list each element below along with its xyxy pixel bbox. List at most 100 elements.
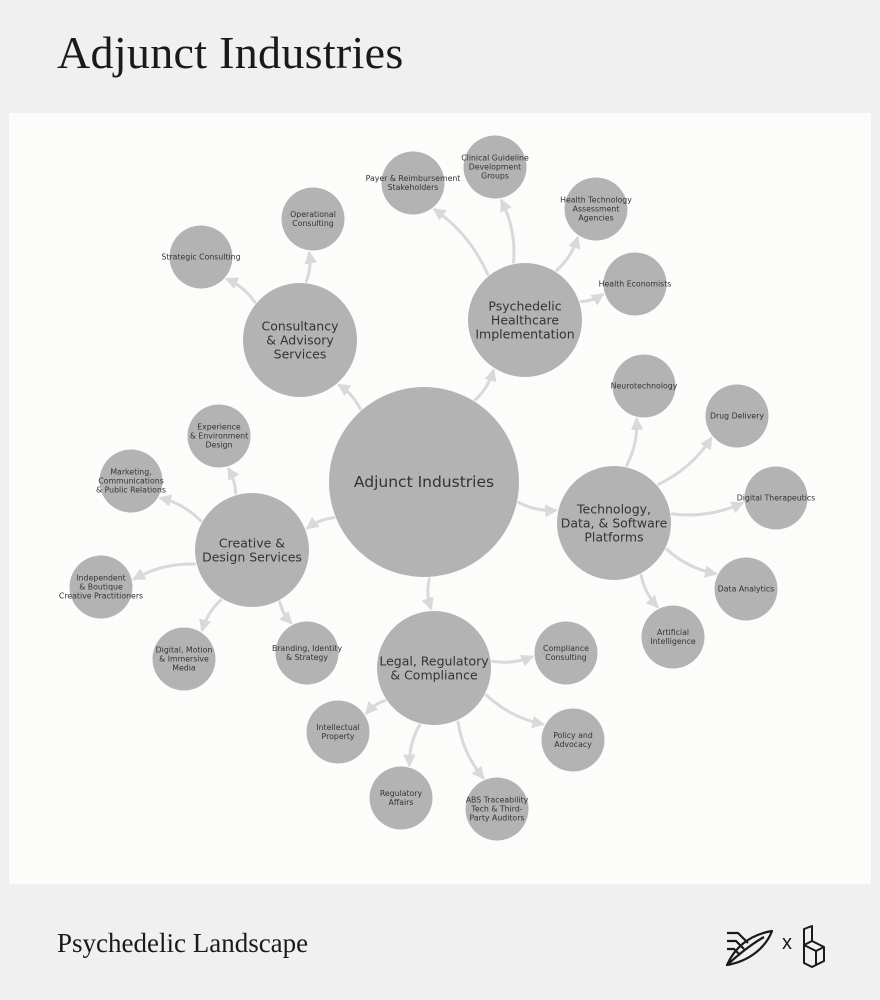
leaf-node-intellectual-property-label: Property (322, 732, 355, 741)
node-layer: Adjunct Industries Consultancy& AdvisoryS… (59, 135, 816, 841)
leaf-node-abs-traceability-tech-and-third-party-auditors-label: Party Auditors (470, 813, 525, 822)
leaf-node-branding-identity-and-strategy-circle (275, 621, 339, 685)
hub-node-technology-label: Technology, (576, 501, 651, 516)
leaf-node-intellectual-property-label: Intellectual (316, 723, 359, 732)
leaf-node-regulatory-affairs-label: Regulatory (380, 789, 423, 798)
edge-consultancy-to-operational-consulting (304, 250, 318, 283)
center-node-adjunct-industries-label: Adjunct Industries (354, 473, 494, 491)
leaf-node-policy-and-advocacy-label: Policy and (553, 731, 593, 740)
center-node-adjunct-industries-circle (329, 387, 519, 577)
leaf-node-payer-and-reimbursement-stakeholders-label: Stakeholders (388, 183, 439, 192)
hub-node-legal-label: & Compliance (390, 668, 478, 683)
edge-healthcare-to-payer-and-reimbursement-stakeholders (432, 208, 490, 276)
hub-node-healthcare-label: Implementation (475, 327, 574, 342)
leaf-node-experience-and-environment-design-label: Design (206, 440, 233, 449)
hub-node-healthcare-circle (468, 263, 582, 377)
leaf-node-branding-identity-and-strategy-label: & Strategy (286, 653, 328, 662)
leaf-node-marketing-communications-and-public-relations-circle (99, 449, 163, 513)
leaf-node-health-technology-assessment-agencies-label: Assessment (573, 205, 620, 214)
leaf-node-clinical-guideline-development-groups-label: Development (469, 163, 522, 172)
leaf-node-clinical-guideline-development-groups-label: Groups (481, 171, 509, 180)
edge-technology-to-digital-therapeutics (670, 501, 745, 517)
leaf-node-experience-and-environment-design-circle (187, 404, 251, 468)
leaf-node-drug-delivery: Drug Delivery (705, 384, 769, 448)
leaf-node-regulatory-affairs-circle (369, 766, 433, 830)
leaf-node-neurotechnology: Neurotechnology (611, 354, 678, 418)
block-mark-icon (803, 925, 825, 968)
leaf-node-independent-and-boutique-creative-practitioners-label: Creative Practitioners (59, 591, 143, 600)
leaf-node-independent-and-boutique-creative-practitioners-circle (69, 555, 133, 619)
hub-node-technology-circle (557, 466, 671, 580)
leaf-mark-icon (725, 929, 774, 967)
leaf-node-independent-and-boutique-creative-practitioners-label: Independent (76, 574, 125, 583)
hub-node-legal: Legal, Regulatory& Compliance (377, 611, 491, 725)
hub-node-legal-circle (377, 611, 491, 725)
leaf-node-strategic-consulting: Strategic Consulting (161, 225, 241, 289)
edge-center-to-consultancy (337, 383, 362, 411)
edge-healthcare-to-health-economists (579, 293, 605, 306)
leaf-node-clinical-guideline-development-groups-label: Clinical Guideline (461, 154, 529, 163)
hub-node-consultancy-label: Services (274, 347, 327, 362)
leaf-node-data-analytics-circle (714, 557, 778, 621)
edge-legal-to-abs-traceability-tech-and-third-party-auditors (456, 720, 485, 780)
edge-creative-to-branding-identity-and-strategy (278, 600, 293, 625)
edge-center-to-creative (305, 516, 336, 530)
edge-legal-to-regulatory-affairs (402, 723, 421, 768)
leaf-node-marketing-communications-and-public-relations-label: & Public Relations (96, 485, 166, 494)
edge-center-to-technology (517, 501, 558, 518)
leaf-node-neurotechnology-label: Neurotechnology (611, 382, 678, 391)
edge-creative-to-digital-motion-and-immersive-media (199, 598, 223, 633)
leaf-node-intellectual-property-circle (306, 700, 370, 764)
edge-legal-to-intellectual-property (365, 699, 387, 715)
edge-technology-to-neurotechnology (625, 417, 644, 467)
leaf-node-abs-traceability-tech-and-third-party-auditors-circle (465, 777, 529, 841)
leaf-node-health-economists-circle (603, 252, 667, 316)
leaf-node-compliance-consulting-label: Compliance (543, 644, 589, 653)
leaf-node-abs-traceability-tech-and-third-party-auditors-label: Tech & Third- (470, 805, 522, 814)
hub-node-technology-label: Platforms (584, 530, 643, 545)
edge-healthcare-to-clinical-guideline-development-groups (500, 198, 516, 264)
leaf-node-operational-consulting-circle (281, 187, 345, 251)
leaf-node-operational-consulting-label: Operational (290, 210, 336, 219)
hub-node-creative-circle (195, 493, 309, 607)
leaf-node-data-analytics: Data Analytics (714, 557, 778, 621)
leaf-node-independent-and-boutique-creative-practitioners-label: & Boutique (79, 583, 123, 592)
hub-node-legal-label: Legal, Regulatory (379, 653, 489, 668)
leaf-node-health-technology-assessment-agencies-circle (564, 177, 628, 241)
leaf-node-payer-and-reimbursement-stakeholders-circle (381, 151, 445, 215)
leaf-node-strategic-consulting-label: Strategic Consulting (161, 253, 240, 262)
leaf-node-branding-identity-and-strategy: Branding, Identity& Strategy (272, 621, 342, 685)
logo-group: x (724, 922, 834, 972)
edge-creative-to-independent-and-boutique-creative-practitioners (132, 562, 197, 581)
leaf-node-clinical-guideline-development-groups-circle (463, 135, 527, 199)
leaf-node-digital-therapeutics-label: Digital Therapeutics (737, 494, 816, 503)
hub-node-creative-label: Design Services (202, 550, 302, 565)
leaf-node-payer-and-reimbursement-stakeholders-label: Payer & Reimbursement (366, 174, 461, 183)
hub-node-consultancy-label: & Advisory (266, 333, 334, 348)
leaf-node-marketing-communications-and-public-relations-label: Marketing, (110, 468, 151, 477)
leaf-node-digital-motion-and-immersive-media-label: Media (172, 663, 196, 672)
leaf-node-health-technology-assessment-agencies-label: Health Technology (560, 196, 632, 205)
leaf-node-digital-therapeutics: Digital Therapeutics (737, 466, 816, 530)
edge-healthcare-to-health-technology-assessment-agencies (555, 235, 581, 272)
leaf-node-compliance-consulting-label: Consulting (545, 653, 586, 662)
leaf-node-policy-and-advocacy-label: Advocacy (554, 740, 592, 749)
hub-node-consultancy-circle (243, 283, 357, 397)
leaf-node-neurotechnology-circle (612, 354, 676, 418)
leaf-node-health-economists-label: Health Economists (599, 280, 672, 289)
